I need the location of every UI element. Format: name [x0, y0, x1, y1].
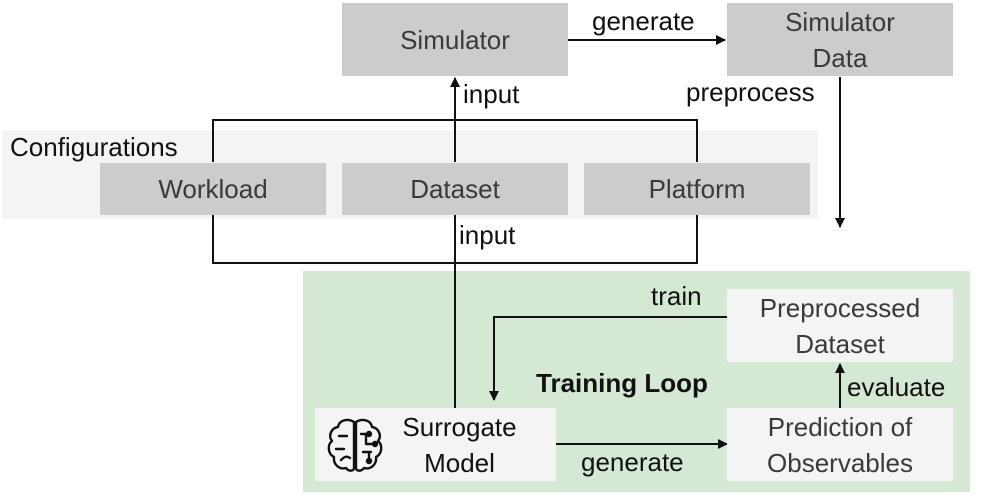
simulator-label: Simulator — [400, 24, 510, 55]
simulator-data-label-2: Data — [812, 42, 868, 73]
generate-top-label: generate — [592, 6, 695, 36]
preprocessed-label-1: Preprocessed — [759, 292, 921, 323]
surrogate-label-2: Model — [424, 447, 495, 478]
prediction-label-1: Prediction of — [767, 411, 913, 442]
preprocessed-dataset-node: Preprocessed Dataset — [727, 289, 953, 362]
evaluate-label: evaluate — [847, 372, 946, 402]
workload-node: Workload — [100, 163, 326, 215]
dataset-label: Dataset — [410, 174, 500, 204]
platform-label: Platform — [648, 174, 746, 204]
preprocess-label: preprocess — [686, 77, 815, 107]
preprocessed-label-2: Dataset — [795, 328, 885, 359]
simulator-node: Simulator — [342, 3, 568, 76]
workload-label: Workload — [158, 174, 268, 204]
brain-icon — [325, 416, 385, 474]
input-middle-label: input — [459, 220, 516, 250]
platform-node: Platform — [584, 163, 810, 215]
train-label: train — [651, 281, 702, 311]
simulator-data-node: Simulator Data — [727, 3, 953, 76]
surrogate-model-node: Surrogate Model — [315, 408, 556, 481]
surrogate-label-1: Surrogate — [402, 411, 517, 442]
simulator-data-label-1: Simulator — [785, 6, 895, 37]
configurations-title: Configurations — [10, 132, 178, 162]
prediction-node: Prediction of Observables — [727, 408, 953, 481]
edge-train — [489, 316, 727, 401]
dataset-node: Dataset — [342, 163, 568, 215]
training-loop-title: Training Loop — [536, 368, 708, 398]
input-top-label: input — [463, 79, 520, 109]
generate-bottom-label: generate — [581, 447, 684, 477]
prediction-label-2: Observables — [767, 447, 913, 478]
